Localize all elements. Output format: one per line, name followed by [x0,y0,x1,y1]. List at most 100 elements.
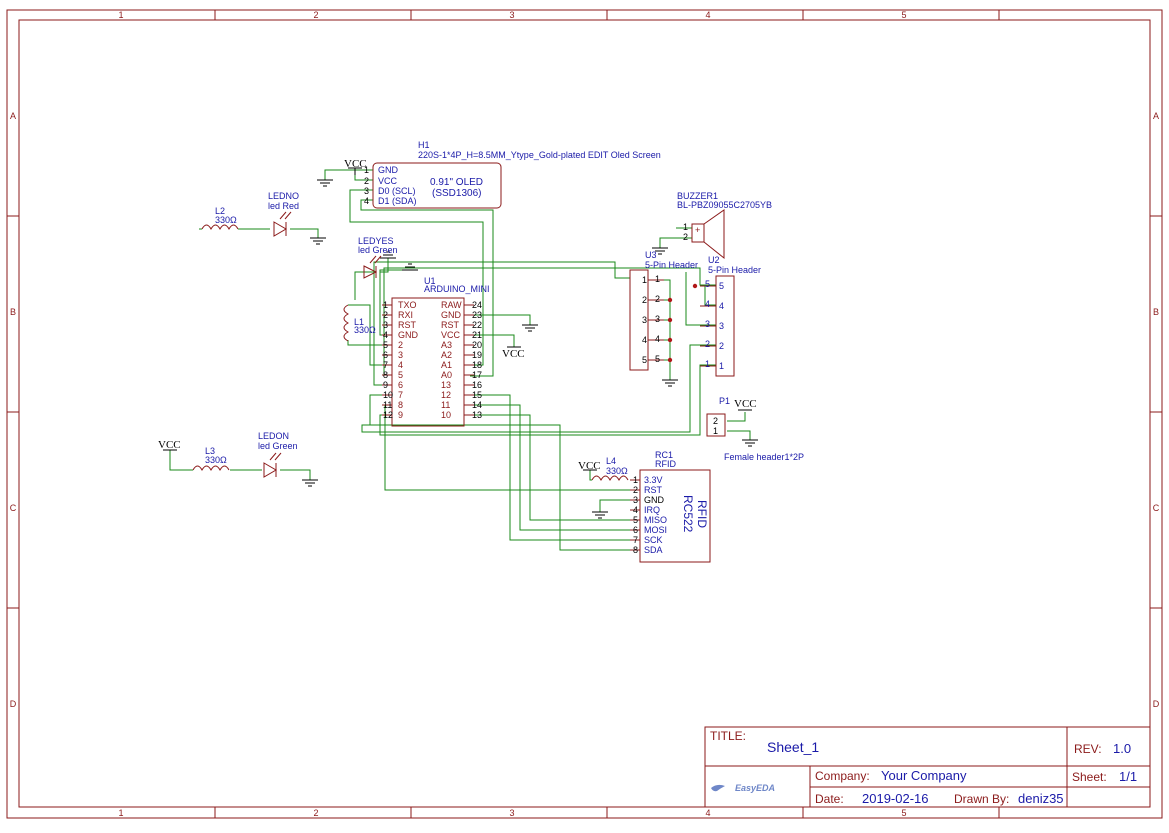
u1-pin-name: RAW [441,300,462,310]
rc1-body-line1: RFID [695,500,709,528]
u1-pin-num: 13 [472,410,482,420]
u3-pin-num: 2 [655,294,660,304]
u1-pin-num: 21 [472,330,482,340]
u2-pin-num: 1 [719,361,724,371]
date-value: 2019-02-16 [862,791,929,806]
rc1-pin-num: 1 [633,475,638,485]
inductor-l3[interactable]: L3 330Ω [192,446,230,472]
u1-pin-num: 11 [383,400,392,410]
u2-pin-num: 4 [719,301,724,311]
u1-pin-name: 5 [398,370,403,380]
rc1-pin-num: 7 [633,535,638,545]
u2-value: 5-Pin Header [708,265,761,275]
row-label-left: D [10,699,17,709]
ledon-ref: LEDON [258,431,289,441]
col-label-top: 1 [118,10,123,20]
led-ledno[interactable]: LEDNO led Red [268,191,299,237]
h1-value: 220S-1*4P_H=8.5MM_Ytype_Gold-plated EDIT… [418,150,661,160]
rc1-value: RFID [655,459,676,469]
u1-ref: U1 [424,276,436,286]
u1-pin-name: 8 [398,400,403,410]
u1-pin-num: 6 [383,350,388,360]
u2-pin-num: 3 [719,321,724,331]
u1-pin-num: 22 [472,320,482,330]
col-label-bottom: 2 [313,808,318,818]
u1-pin-num: 8 [383,370,388,380]
u1-pin-name: RXI [398,310,413,320]
rc1-pin-name: MISO [644,515,667,525]
u3-pin-num: 1 [655,274,660,284]
wires [169,168,751,551]
buzzer-plus: + [695,225,700,235]
u1-pin-num: 12 [383,410,393,420]
u1-pin-name: 13 [441,380,451,390]
easyeda-logo: EasyEDA [711,783,775,793]
rc1-pin-name: SCK [644,535,663,545]
ledon-value: led Green [258,441,298,451]
rev-value: 1.0 [1113,741,1131,756]
u1-pin-name: 4 [398,360,403,370]
u1-pin-name: 10 [441,410,451,420]
u1-pin-name: 12 [441,390,451,400]
h1-pin-num: 3 [364,186,369,196]
rc1-pin-num: 2 [633,485,638,495]
u1-pin-num: 4 [383,330,388,340]
inductor-l1[interactable]: L1 330Ω [343,304,376,342]
oled-h1[interactable]: H1 220S-1*4P_H=8.5MM_Ytype_Gold-plated E… [364,140,661,209]
u3-ref: U3 [645,250,657,260]
u3-pin-num: 3 [655,314,660,324]
led-ledyes[interactable]: LEDYES led Green [358,236,398,279]
inductor-l4[interactable]: L4 330Ω [591,456,629,482]
row-label-right: A [1153,111,1159,121]
u3-value: 5-Pin Header [645,260,698,270]
u1-pin-num: 17 [472,370,482,380]
l1-value: 330Ω [354,325,376,335]
row-label-right: B [1153,307,1159,317]
h1-pin-name: GND [378,165,399,175]
h1-body-line2: (SSD1306) [432,188,481,199]
u1-pin-num: 19 [472,350,482,360]
p1-pin: 2 [713,416,718,426]
u3-pin-num: 3 [642,315,647,325]
buzzer1[interactable]: BUZZER1 BL-PBZ09055C2705YB + 1 2 [677,191,772,260]
rc1-pin-name: IRQ [644,505,660,515]
u1-pin-name: 7 [398,390,403,400]
rc1-pin-num: 8 [633,545,638,555]
col-label-bottom: 3 [509,808,514,818]
buzzer-pin: 1 [683,222,688,232]
u1-pin-name: RST [441,320,460,330]
u1-pin-num: 20 [472,340,482,350]
l2-ref: L2 [215,206,225,216]
h1-pin-name: D0 (SCL) [378,186,416,196]
company-label: Company: [815,769,870,783]
u3-pin-num: 4 [655,334,660,344]
row-label-left: C [10,503,17,513]
vcc-label: VCC [158,439,181,451]
u1-pin-name: GND [441,310,462,320]
u2-pin-num: 1 [705,359,710,369]
u1-pin-num: 24 [472,300,482,310]
inductor-l2[interactable]: L2 330Ω [201,206,239,231]
rc1-body-line2: RC522 [681,495,695,533]
l1-ref: L1 [354,317,364,327]
vcc-label: VCC [734,398,757,410]
female-header-p1[interactable]: P1 2 1 Female header1*2P [706,396,804,462]
u1-pin-num: 2 [383,310,388,320]
company-value: Your Company [881,768,967,783]
sheet-title: Sheet_1 [767,739,819,755]
led-ledon[interactable]: LEDON led Green [258,431,298,478]
sheet-label: Sheet: [1072,770,1107,784]
h1-ref: H1 [418,140,430,150]
h1-pin-num: 1 [364,165,369,175]
u3-pin-num: 5 [642,355,647,365]
u1-pin-name: A1 [441,360,452,370]
rc1-pin-num: 4 [633,505,638,515]
rc1-ref: RC1 [655,450,673,460]
